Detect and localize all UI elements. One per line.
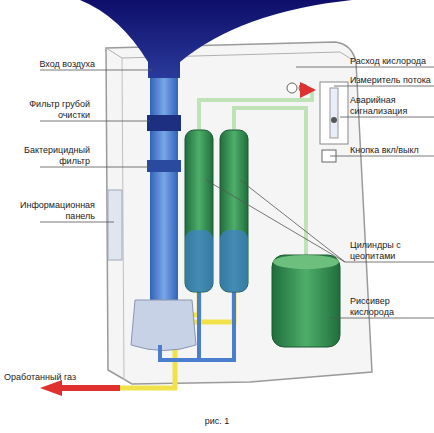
air-pipe [160, 292, 199, 360]
air-funnel [80, 0, 352, 78]
part-label: Бактерицидный фильтр [0, 145, 90, 167]
oxygen-arrow [300, 82, 316, 98]
leader-lines [40, 67, 434, 318]
part-label: Кнопка вкл/выкл [350, 145, 434, 156]
exhaust-pipe [60, 290, 199, 388]
zeolite-cylinder [185, 130, 213, 292]
air-pipe [150, 75, 178, 310]
flow-tube [330, 88, 338, 138]
part-label: Вход воздуха [0, 59, 95, 70]
device-body [106, 42, 372, 384]
figure-caption: рис. 1 [177, 416, 257, 427]
part-label: Измеритель потока [350, 75, 434, 86]
part-label: Аварийная сигнализация [350, 95, 430, 117]
exhaust-arrow [40, 380, 62, 396]
part-label: Оработанный газ [4, 372, 114, 383]
zeolite-cylinder [220, 130, 248, 292]
coarse-filter [147, 115, 181, 131]
part-label: Фильтр грубой очистки [0, 99, 90, 121]
bactericidal-filter [147, 160, 181, 172]
compressor [131, 300, 196, 351]
part-label: Цилиндры с цеолитами [350, 240, 430, 262]
exhaust-arrow [60, 385, 120, 391]
cylinder-base [220, 230, 248, 292]
oxygen-receiver [272, 255, 340, 347]
flow-ball [331, 117, 337, 123]
part-label: Риссивер кислорода [350, 296, 430, 318]
cylinder-base [185, 230, 213, 292]
receiver-top [273, 255, 339, 269]
flow-meter [320, 82, 348, 144]
part-label: Информационная панель [0, 200, 95, 222]
part-label: Расход кислорода [350, 56, 434, 67]
oxygen-outlet [287, 83, 297, 93]
air-pipe [199, 292, 234, 360]
info-panel [108, 190, 122, 260]
